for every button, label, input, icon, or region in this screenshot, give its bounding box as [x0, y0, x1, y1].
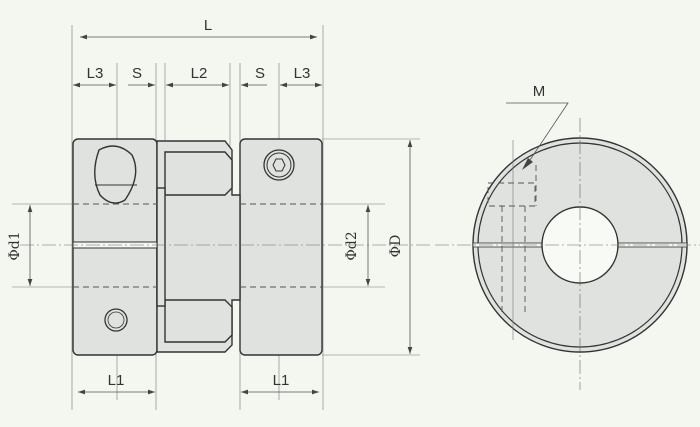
label-L1-right: L1	[273, 372, 290, 389]
label-S-right: S	[255, 65, 265, 82]
label-phi-D: ΦD	[388, 235, 404, 258]
clamp-screw-hole-icon	[94, 145, 137, 204]
label-L3-left: L3	[87, 65, 104, 82]
label-phi-d1: Φd1	[7, 231, 23, 260]
coupling-side-view	[20, 138, 430, 356]
label-L1-left: L1	[108, 372, 125, 389]
dimension-arrows	[27, 34, 413, 395]
label-L3-right: L3	[294, 65, 311, 82]
label-phi-d2: Φd2	[344, 231, 360, 260]
label-M: M	[533, 83, 546, 100]
extension-lines	[12, 25, 420, 410]
m-leader	[506, 102, 569, 170]
label-L: L	[204, 17, 212, 34]
screw-head-icon	[104, 308, 128, 332]
coupling-end-view	[435, 102, 700, 390]
spider-jaws	[156, 140, 241, 353]
hex-socket-screw-icon	[263, 149, 295, 181]
label-L2: L2	[191, 65, 208, 82]
label-S-left: S	[132, 65, 142, 82]
